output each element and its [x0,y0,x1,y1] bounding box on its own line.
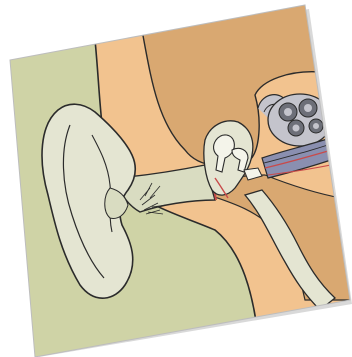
card [10,0,352,357]
